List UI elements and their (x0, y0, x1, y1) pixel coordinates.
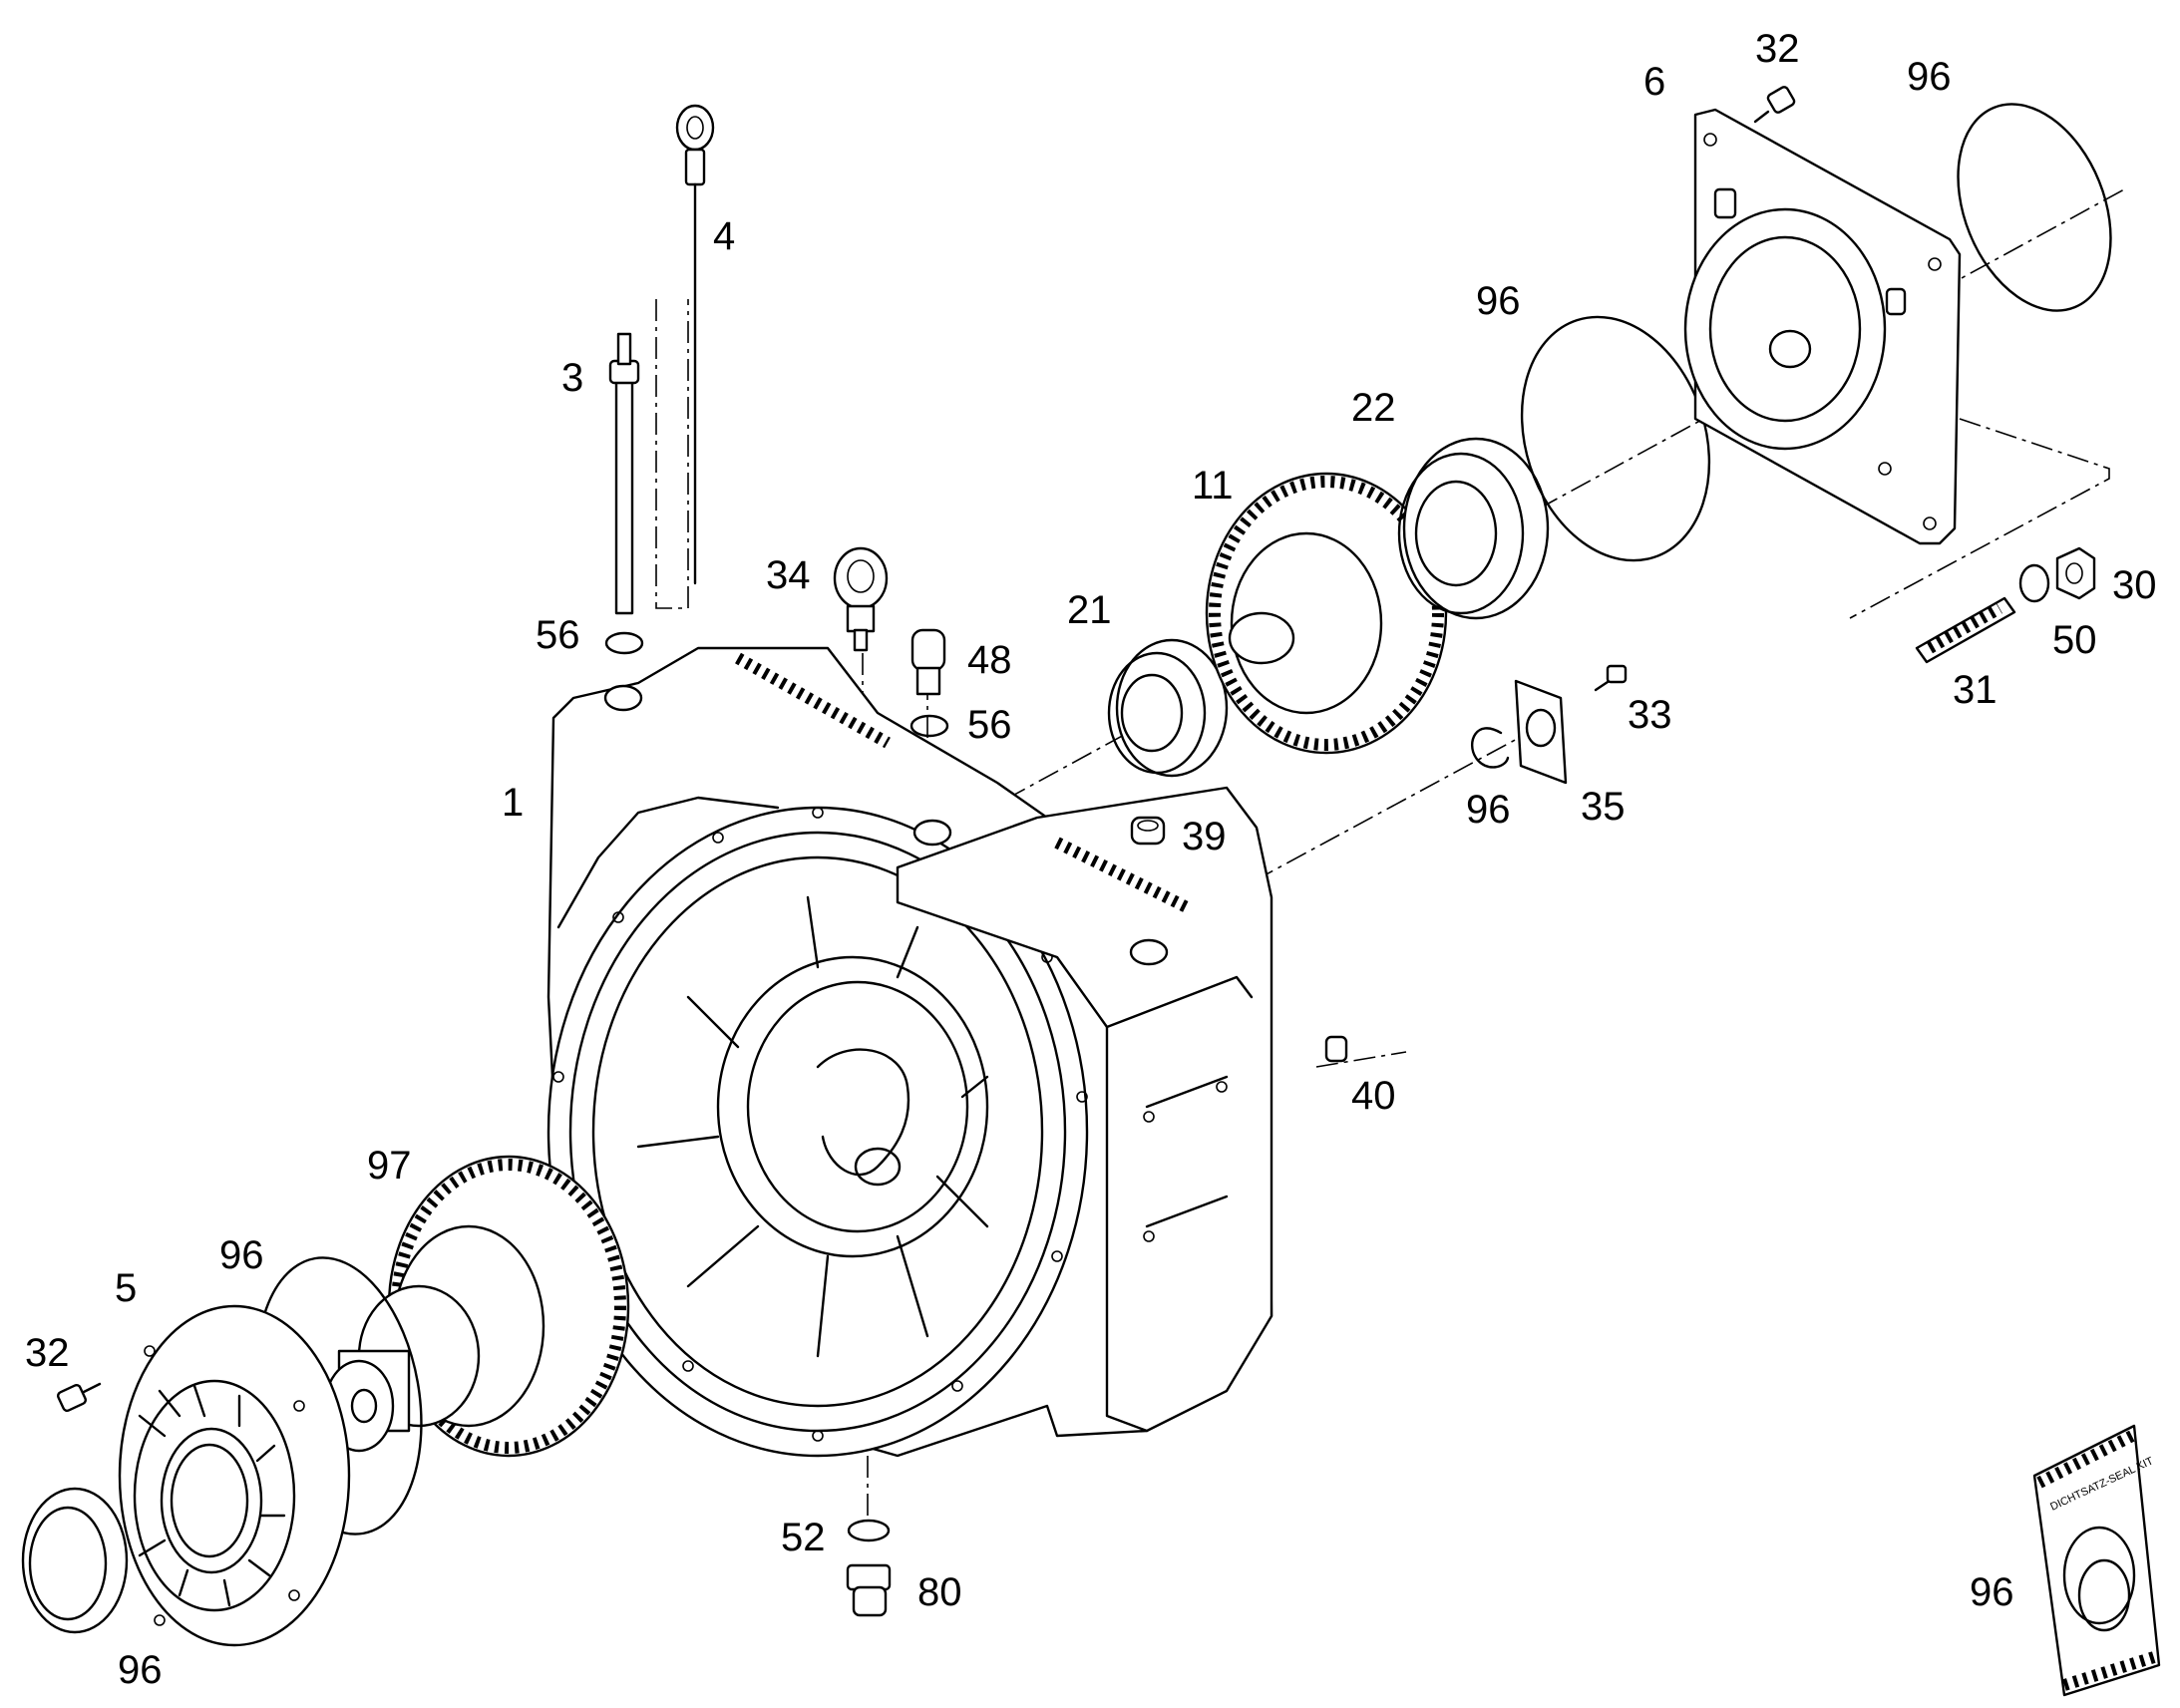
label-3: 3 (561, 356, 583, 400)
label-32-top: 32 (1755, 27, 1800, 71)
bearing-22 (1397, 437, 1550, 620)
gear-11 (1205, 472, 1448, 755)
seal-ring-56-left (604, 631, 644, 655)
label-96-circlip: 96 (1466, 788, 1511, 832)
bearing-21 (1107, 638, 1229, 778)
label-80: 80 (917, 1570, 962, 1614)
callout-labels: 1 3 4 56 34 48 56 21 11 22 96 6 32 96 30… (25, 27, 2157, 1692)
label-22: 22 (1351, 386, 1396, 430)
label-35: 35 (1581, 785, 1626, 829)
stud-31 (1915, 596, 2016, 664)
label-30: 30 (2112, 563, 2157, 607)
label-32-left: 32 (25, 1331, 70, 1375)
washer-50 (2018, 563, 2050, 603)
cover-plate-35 (1514, 679, 1568, 785)
label-5: 5 (115, 1266, 137, 1310)
label-1: 1 (502, 781, 524, 825)
housing-1 (546, 646, 1273, 1458)
label-56-left: 56 (536, 613, 580, 657)
output-gear-97 (323, 1155, 630, 1458)
label-97: 97 (367, 1144, 412, 1188)
end-cover-6 (1683, 108, 1962, 545)
dipstick-4 (675, 104, 715, 585)
label-21: 21 (1067, 588, 1112, 632)
label-50: 50 (2052, 618, 2097, 662)
label-40: 40 (1351, 1074, 1396, 1118)
label-48: 48 (967, 638, 1012, 682)
label-52: 52 (781, 1516, 826, 1559)
circlip-96 (1471, 727, 1510, 769)
label-39: 39 (1182, 815, 1227, 858)
breather-48 (910, 628, 946, 696)
flange-cover-5 (118, 1304, 351, 1647)
label-4: 4 (713, 214, 735, 258)
label-96-middle: 96 (1476, 279, 1521, 323)
label-96-top: 96 (1907, 55, 1952, 99)
eye-bolt-34 (833, 546, 889, 652)
dipstick-tube-3 (608, 332, 640, 615)
label-33: 33 (1628, 693, 1672, 737)
screw-32-left (57, 1382, 102, 1413)
label-96-left: 96 (219, 1233, 264, 1277)
label-11: 11 (1192, 464, 1234, 508)
nut-30 (2055, 546, 2096, 600)
label-56-right: 56 (967, 703, 1012, 747)
seal-kit-bag-96: DICHTSATZ-SEAL KIT (2032, 1424, 2161, 1697)
screw-33 (1594, 664, 1628, 692)
plug-39 (1130, 816, 1166, 846)
label-34: 34 (766, 553, 811, 597)
seal-ring-56-right (909, 714, 949, 738)
screw-32-top (1753, 86, 1796, 124)
label-31: 31 (1953, 668, 1998, 712)
label-6: 6 (1643, 60, 1665, 104)
drain-plug-80 (846, 1563, 892, 1617)
label-96-bottom-left: 96 (118, 1648, 163, 1692)
label-96-seal-kit: 96 (1970, 1570, 2014, 1614)
plug-40 (1324, 1035, 1348, 1063)
o-ring-96-top (1957, 103, 2112, 312)
shaft-seal-96 (21, 1487, 129, 1634)
seal-ring-52 (847, 1519, 891, 1542)
